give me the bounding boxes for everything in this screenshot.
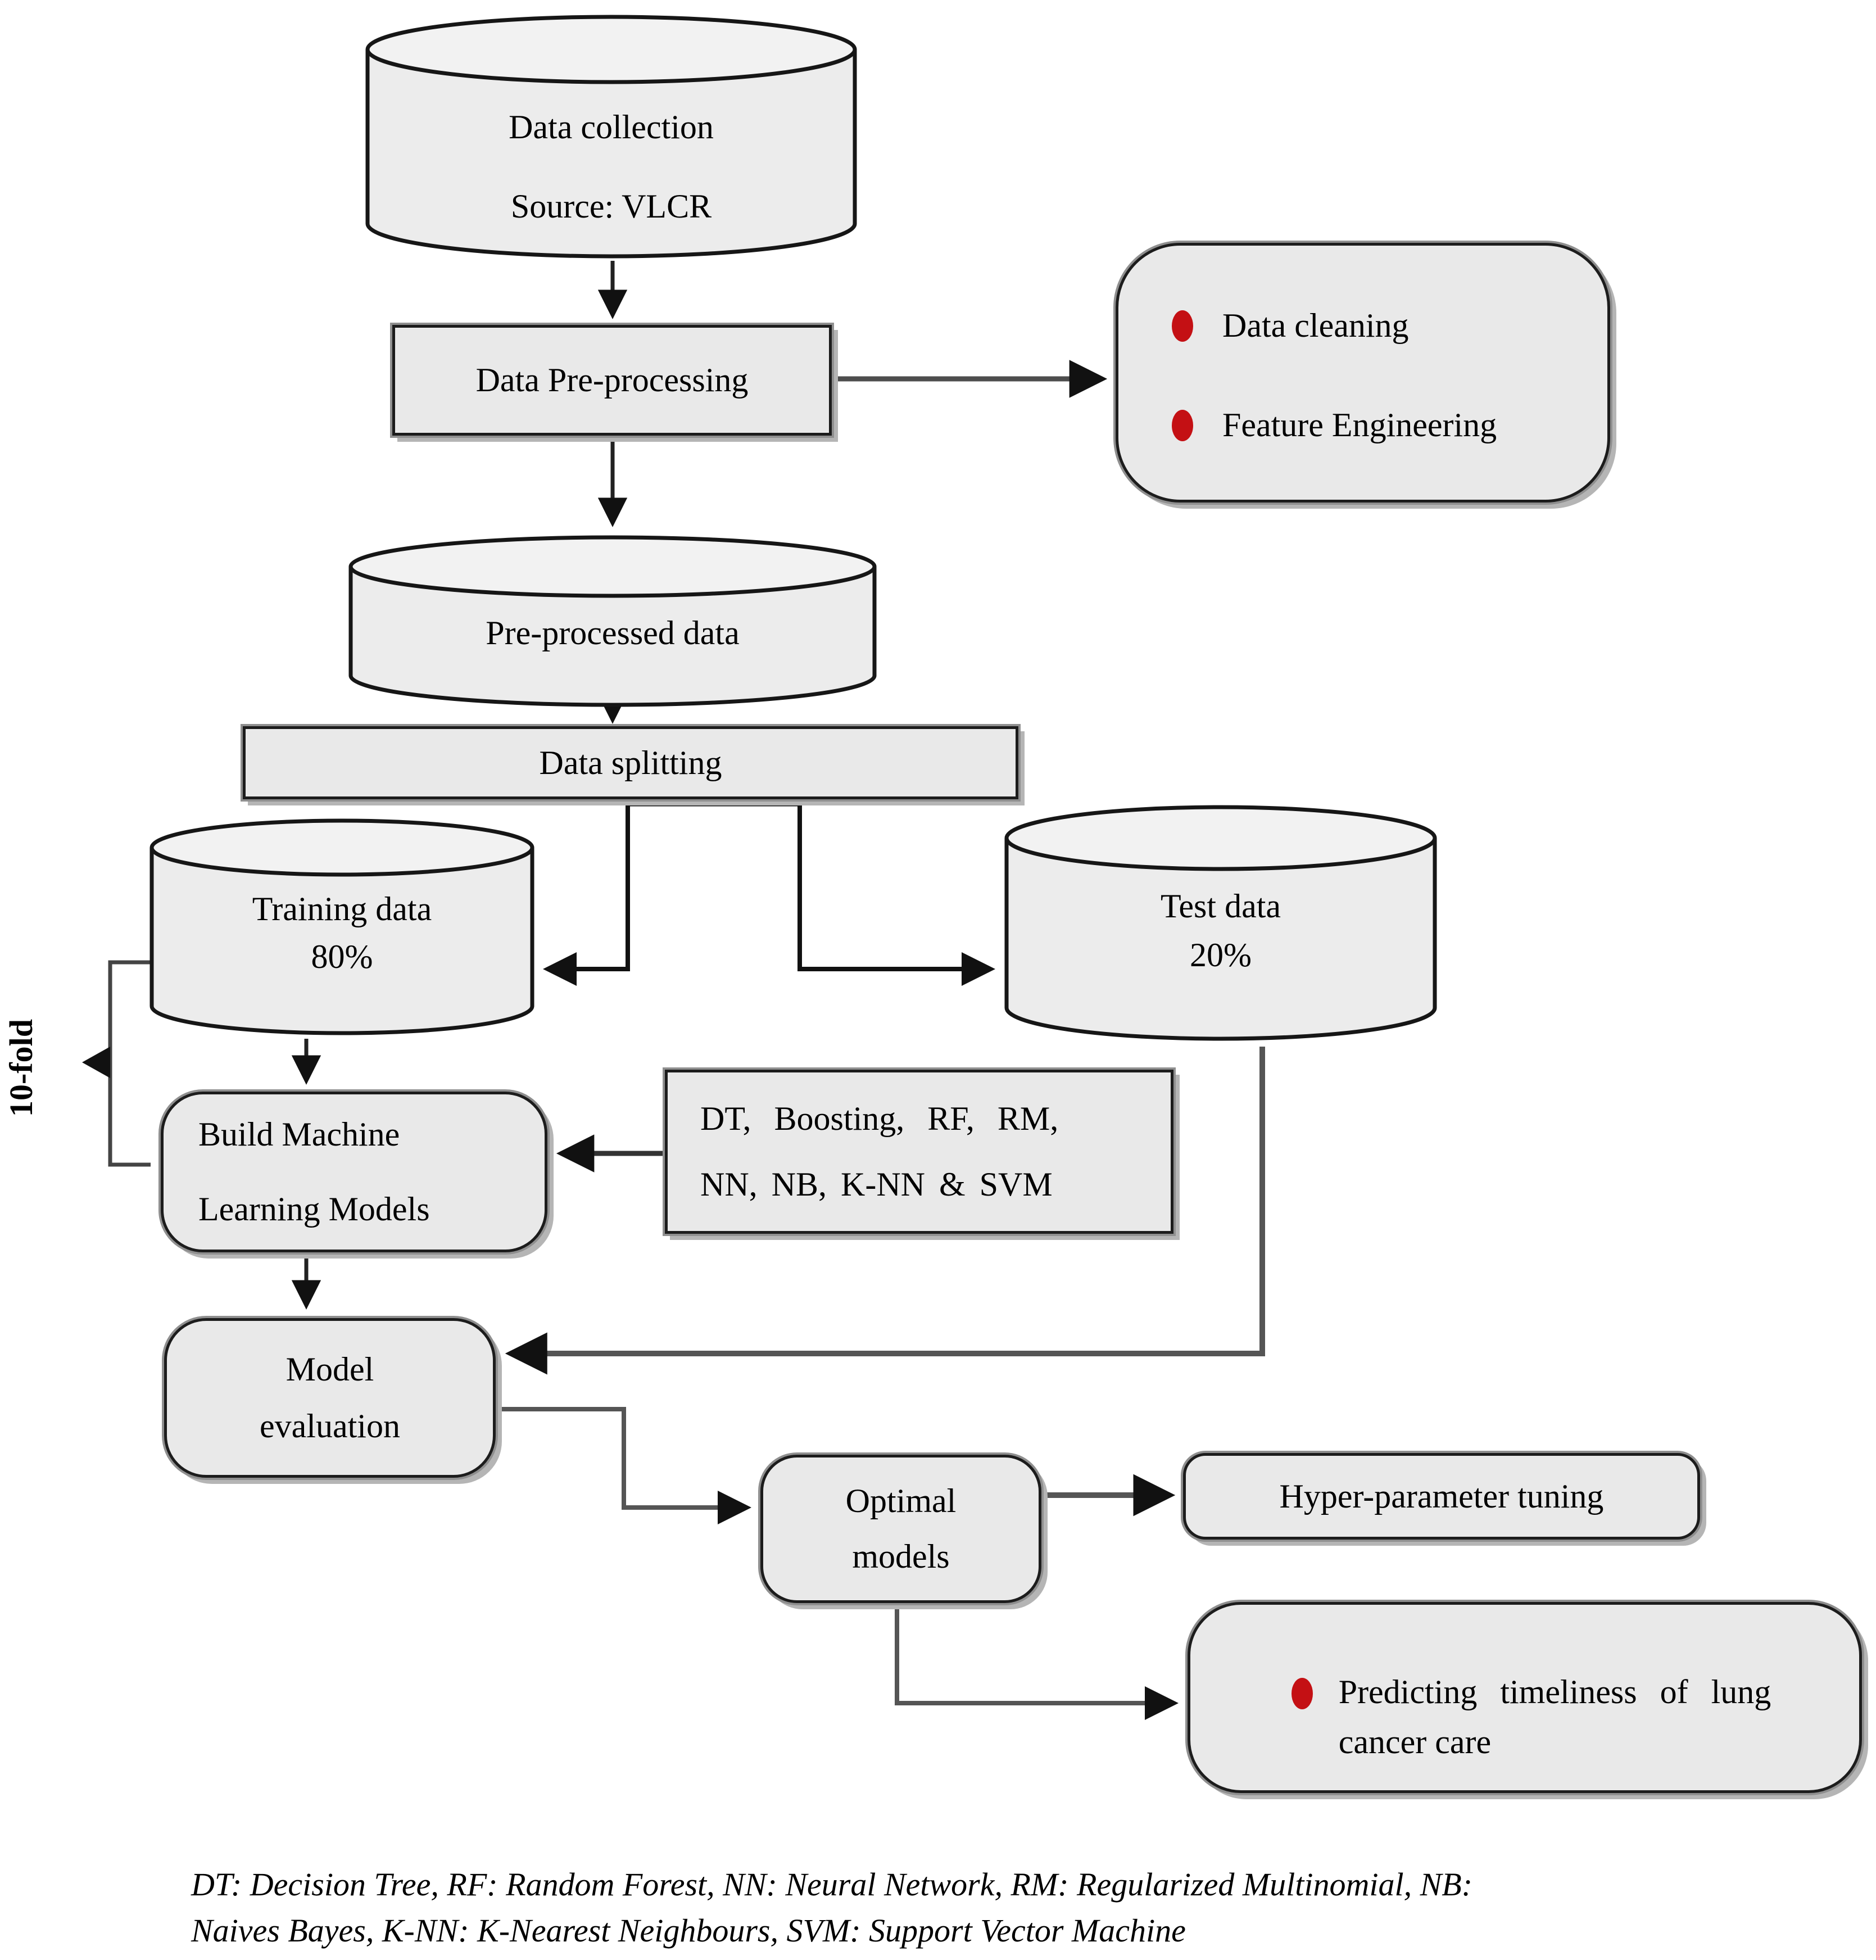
caption-line2: Naives Bayes, K-NN: K-Nearest Neighbours… xyxy=(191,1912,1186,1949)
test-data-percent: 20% xyxy=(1190,936,1252,974)
prediction-outcome-line1: Predicting timeliness of lung xyxy=(1338,1673,1771,1710)
ten-fold-bracket-notch xyxy=(82,1047,110,1078)
cylinder-shape xyxy=(149,818,534,1035)
data-collection-title: Data collection xyxy=(509,108,714,146)
node-training-data: Training data 80% xyxy=(149,818,534,1036)
model-evaluation-line2: evaluation xyxy=(260,1407,400,1445)
model-list-line1: DT, Boosting, RF, RM, xyxy=(700,1100,1059,1137)
arrow-test-to-evaluation xyxy=(505,1047,1265,1375)
build-models-line2: Learning Models xyxy=(198,1191,430,1228)
node-test-data: Test data 20% xyxy=(1004,805,1437,1041)
node-optimal-models: Optimal models xyxy=(760,1455,1041,1603)
test-data-label: Test data xyxy=(1160,888,1281,925)
training-data-percent: 80% xyxy=(311,938,373,975)
detail-feature-engineering: Feature Engineering xyxy=(1222,406,1497,443)
red-bullet-icon xyxy=(1291,1678,1313,1709)
arrow-splitting-to-test xyxy=(797,803,995,986)
optimal-models-line1: Optimal xyxy=(845,1482,957,1519)
optimal-models-line2: models xyxy=(852,1538,950,1575)
node-data-splitting: Data splitting xyxy=(243,726,1018,799)
detail-item-row: Feature Engineering xyxy=(1172,404,1497,446)
model-list-line2: NN, NB, K-NN & SVM xyxy=(700,1166,1053,1203)
data-collection-source: Source: VLCR xyxy=(510,188,712,225)
ten-fold-label: 10-fold xyxy=(3,1019,39,1117)
node-data-collection: Data collection Source: VLCR xyxy=(365,12,857,260)
preprocessed-data-label: Pre-processed data xyxy=(486,614,740,651)
red-bullet-icon xyxy=(1172,310,1193,342)
node-build-models: Build Machine Learning Models xyxy=(161,1092,547,1252)
node-model-list: DT, Boosting, RF, RM, NN, NB, K-NN & SVM xyxy=(665,1070,1173,1234)
node-prediction-outcome: Predicting timeliness of lung cancer car… xyxy=(1188,1602,1862,1793)
data-preprocessing-label: Data Pre-processing xyxy=(475,361,749,399)
node-model-evaluation: Model evaluation xyxy=(164,1318,496,1478)
ten-fold-bracket xyxy=(108,960,151,1167)
build-models-line1: Build Machine xyxy=(198,1116,400,1153)
model-evaluation-line1: Model xyxy=(286,1351,374,1388)
node-data-preprocessing: Data Pre-processing xyxy=(392,325,832,436)
figure-caption: DT: Decision Tree, RF: Random Forest, NN… xyxy=(191,1862,1753,1954)
node-hyperparameter-tuning: Hyper-parameter tuning xyxy=(1183,1453,1700,1540)
prediction-outcome-line2: cancer care xyxy=(1338,1723,1492,1760)
data-splitting-label: Data splitting xyxy=(539,744,722,781)
hyperparameter-tuning-label: Hyper-parameter tuning xyxy=(1279,1477,1604,1515)
arrow-optimal-to-prediction xyxy=(895,1604,1179,1720)
node-preprocessed-data: Pre-processed data xyxy=(348,535,877,708)
arrow-splitting-to-training xyxy=(543,803,630,986)
node-preprocessing-details: Data cleaning Feature Engineering xyxy=(1116,243,1610,503)
cylinder-shape xyxy=(348,535,877,707)
arrow-evaluation-to-optimal xyxy=(497,1407,751,1524)
caption-line1: DT: Decision Tree, RF: Random Forest, NN… xyxy=(191,1866,1473,1903)
detail-item-row: Data cleaning xyxy=(1172,305,1409,347)
cylinder-shape xyxy=(365,15,857,259)
red-bullet-icon xyxy=(1172,409,1193,441)
cylinder-shape xyxy=(1004,805,1437,1041)
detail-data-cleaning: Data cleaning xyxy=(1222,307,1409,344)
training-data-label: Training data xyxy=(252,890,432,927)
